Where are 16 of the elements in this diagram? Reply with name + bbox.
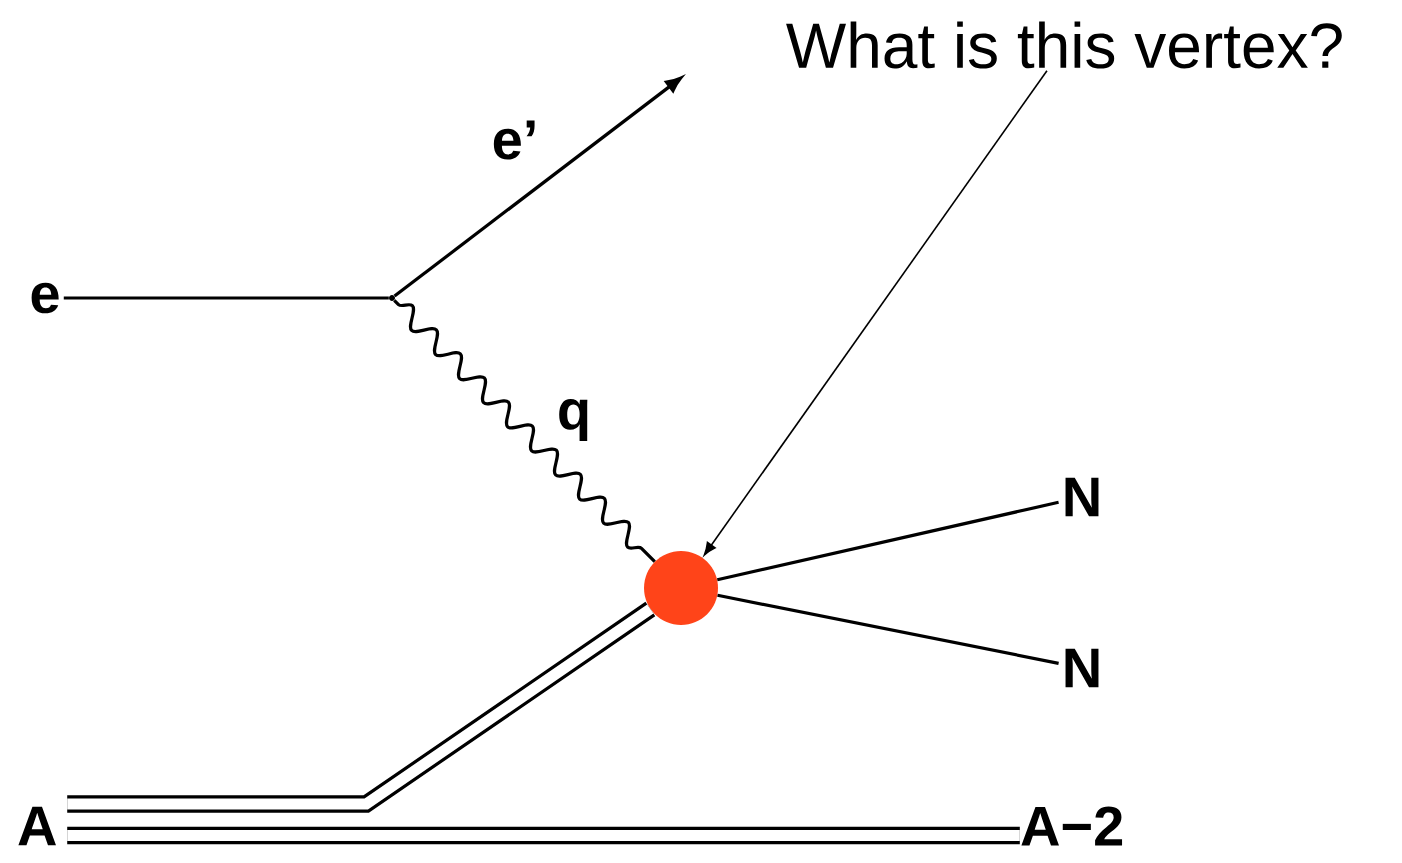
edge-label: q bbox=[554, 397, 594, 443]
leader-arrow bbox=[703, 69, 1048, 556]
particle-line bbox=[716, 500, 1059, 582]
particle-label: A−2 bbox=[1021, 806, 1123, 846]
particle-line bbox=[63, 296, 389, 300]
nucleus-line bbox=[67, 826, 1020, 845]
particle-label: N bbox=[1065, 477, 1099, 517]
photon-line bbox=[393, 299, 656, 563]
particle-label: e bbox=[31, 282, 59, 314]
particle-label: A bbox=[18, 806, 56, 846]
question-text: What is this vertex? bbox=[786, 21, 1342, 69]
particle-line bbox=[717, 593, 1059, 665]
particle-label: N bbox=[1065, 648, 1099, 688]
vertex-point bbox=[389, 295, 395, 301]
interaction-vertex bbox=[644, 551, 718, 625]
nucleon-pair-line bbox=[67, 601, 656, 813]
